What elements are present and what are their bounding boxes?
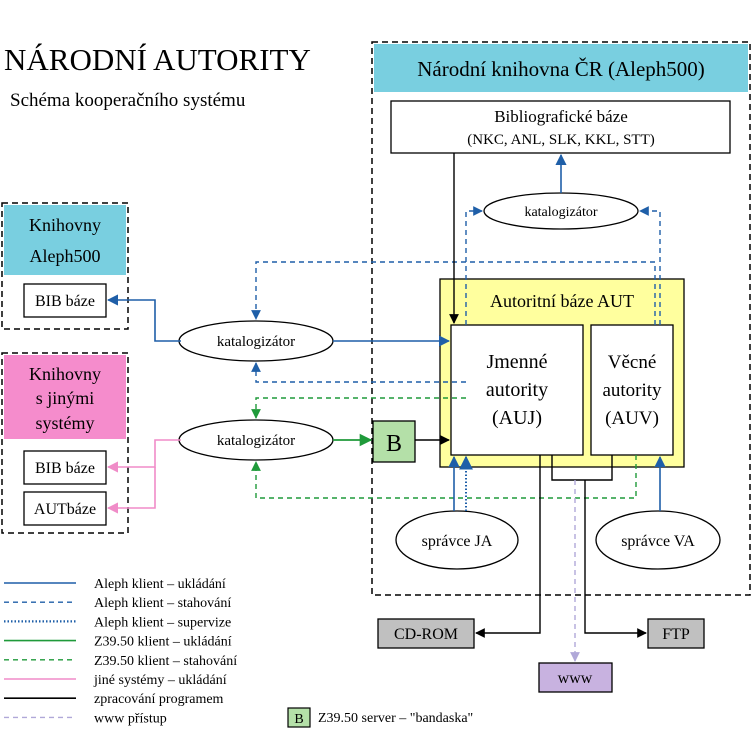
other-aut-label: AUTbáze xyxy=(34,501,96,518)
admin-va-label: správce VA xyxy=(621,533,695,550)
legend-label: Aleph klient – stahování xyxy=(94,596,231,611)
legend-item: Aleph klient – ukládání xyxy=(4,577,226,592)
aleph-cataloguer-label: katalogizátor xyxy=(217,334,295,350)
page-title: NÁRODNÍ AUTORITY xyxy=(4,42,311,77)
other-bib-label: BIB báze xyxy=(35,460,95,477)
page-subtitle: Schéma kooperačního systému xyxy=(10,90,246,111)
admin-ja[interactable]: správce JA xyxy=(395,510,519,570)
server-legend-box-label: B xyxy=(294,712,303,727)
auv-line1: Věcné xyxy=(608,352,657,373)
auj-box[interactable]: Jmenné autority (AUJ) xyxy=(450,324,584,456)
server-legend-label: Z39.50 server – "bandaska" xyxy=(318,711,473,726)
aleph-store-bib-line xyxy=(106,294,181,342)
www-label: www xyxy=(558,670,593,687)
auj-line2: autority xyxy=(486,379,548,401)
ftp-label: FTP xyxy=(662,626,690,643)
aleph-header-line2: Aleph500 xyxy=(30,246,101,266)
legend-item: www přístup xyxy=(4,711,167,726)
aleph-libraries-container: Knihovny Aleph500 xyxy=(1,202,129,330)
other-libraries-container: Knihovny s jinými systémy xyxy=(1,352,129,534)
server-legend: B Z39.50 server – "bandaska" xyxy=(287,707,473,728)
other-cataloguer-label: katalogizátor xyxy=(217,433,295,449)
other-header-line1: Knihovny xyxy=(29,364,101,384)
aleph-bib-label: BIB báze xyxy=(35,293,95,310)
bib-databases-title: Bibliografické báze xyxy=(494,107,628,126)
nk-container: Národní knihovna ČR (Aleph500) xyxy=(371,41,751,596)
other-store-bib-line xyxy=(106,439,181,473)
legend-label: Aleph klient – ukládání xyxy=(94,577,226,592)
other-bib-box[interactable]: BIB báze xyxy=(23,450,107,485)
ftp-box[interactable]: FTP xyxy=(647,618,705,649)
legend-item: Aleph klient – stahování xyxy=(4,596,231,611)
legend-label: Z39.50 klient – ukládání xyxy=(94,635,232,650)
auj-line3: (AUJ) xyxy=(492,407,542,429)
bib-databases-box[interactable]: Bibliografické báze (NKC, ANL, SLK, KKL,… xyxy=(390,100,731,154)
other-header-line2: s jinými xyxy=(36,388,95,408)
aut-base-title: Autoritní báze AUT xyxy=(490,291,634,311)
aleph-cataloguer[interactable]: katalogizátor xyxy=(178,320,334,362)
auv-line3: (AUV) xyxy=(605,408,659,429)
aleph-download-auj-line xyxy=(251,362,466,383)
z3950-server-label: B xyxy=(386,431,402,457)
z3950-download-auv-line xyxy=(251,455,637,499)
processing-join-line xyxy=(551,455,613,481)
admin-ja-label: správce JA xyxy=(422,533,493,550)
legend-item: Z39.50 klient – stahování xyxy=(4,654,237,669)
admin-va[interactable]: správce VA xyxy=(595,510,721,570)
legend-label: Aleph klient – supervize xyxy=(94,615,231,630)
aleph-bib-box[interactable]: BIB báze xyxy=(23,283,107,318)
processing-ftp-line xyxy=(584,480,647,638)
other-header-line3: systémy xyxy=(35,413,94,433)
aleph-download-auv-line xyxy=(251,261,656,325)
z3950-download-auj-line xyxy=(251,397,466,419)
legend-item: zpracování programem xyxy=(4,692,224,707)
processing-cdrom-line xyxy=(475,455,541,638)
legend-item: Z39.50 klient – ukládání xyxy=(4,635,232,650)
nk-cataloguer[interactable]: katalogizátor xyxy=(483,192,639,230)
other-cataloguer[interactable]: katalogizátor xyxy=(178,419,334,461)
nk-download-auj-line xyxy=(465,206,483,325)
auj-line1: Jmenné xyxy=(486,351,547,373)
legend-label: zpracování programem xyxy=(94,692,224,707)
legend-label: Z39.50 klient – stahování xyxy=(94,654,237,669)
auv-box[interactable]: Věcné autority (AUV) xyxy=(590,324,674,456)
nk-cataloguer-label: katalogizátor xyxy=(524,205,597,220)
z3950-server-box[interactable]: B xyxy=(372,420,416,463)
bib-databases-list: (NKC, ANL, SLK, KKL, STT) xyxy=(467,132,655,148)
cdrom-box[interactable]: CD-ROM xyxy=(377,618,475,649)
legend-item: jiné systémy – ukládání xyxy=(4,673,227,688)
other-aut-box[interactable]: AUTbáze xyxy=(23,491,107,526)
www-box[interactable]: www xyxy=(538,662,613,693)
auv-line2: autority xyxy=(602,380,662,401)
aleph-header-line1: Knihovny xyxy=(29,215,101,235)
legend-label: www přístup xyxy=(94,711,167,726)
legend-item: Aleph klient – supervize xyxy=(4,615,231,630)
other-store-aut-line xyxy=(106,467,156,514)
nk-download-auv-line xyxy=(639,206,661,325)
cdrom-label: CD-ROM xyxy=(394,626,458,643)
nk-header: Národní knihovna ČR (Aleph500) xyxy=(417,57,705,81)
legend-label: jiné systémy – ukládání xyxy=(93,673,227,688)
